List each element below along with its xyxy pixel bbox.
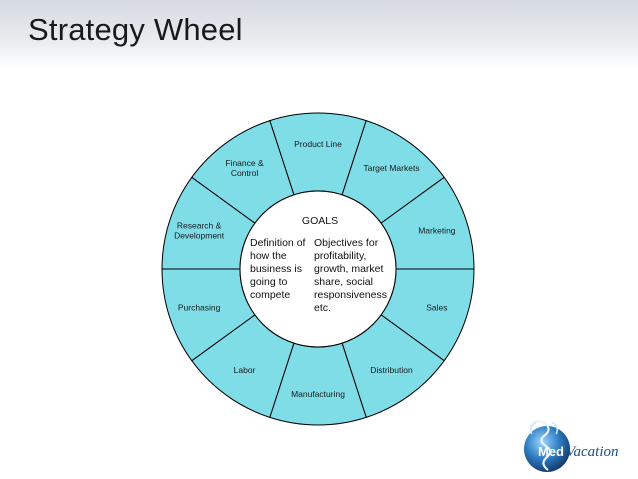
- segment-label-line: Research &: [177, 220, 222, 230]
- segment-label-line: Finance &: [225, 158, 264, 168]
- hub-right-line: profitability,: [314, 250, 366, 262]
- caduceus-icon: [529, 420, 552, 471]
- hub-right-text: Objectives for profitability, growth, ma…: [314, 237, 390, 314]
- logo-med-text: Med: [538, 444, 564, 459]
- segment-label-line: Purchasing: [178, 303, 221, 313]
- segment-label-line: Sales: [426, 303, 447, 313]
- segment-label-marketing: Marketing: [418, 225, 456, 235]
- segment-label-labor: Labor: [234, 365, 256, 375]
- medvacation-logo: Med Vacation: [524, 420, 619, 472]
- hub-right-line: share, social: [314, 276, 373, 288]
- hub-left-text: Definition of how the business is going …: [250, 237, 308, 301]
- segment-label-line: Marketing: [418, 225, 456, 235]
- logo-vacation-text: Vacation: [566, 444, 619, 460]
- segment-label-line: Control: [231, 168, 259, 178]
- hub-title: GOALS: [302, 215, 338, 227]
- segment-label-line: Development: [174, 230, 225, 240]
- goals-hub: [239, 190, 397, 348]
- segment-label-target-markets: Target Markets: [363, 163, 419, 173]
- hub-left-line: how the: [250, 250, 287, 262]
- segment-label-product-line: Product Line: [294, 139, 342, 149]
- segment-label-distribution: Distribution: [370, 365, 413, 375]
- segment-label-line: Target Markets: [363, 163, 419, 173]
- segment-label-line: Manufacturing: [291, 389, 345, 399]
- hub-left-line: going to: [250, 276, 288, 288]
- segment-label-sales: Sales: [426, 303, 447, 313]
- segment-label-manufacturing: Manufacturing: [291, 389, 345, 399]
- slide-title: Strategy Wheel: [28, 12, 243, 47]
- segment-label-line: Product Line: [294, 139, 342, 149]
- segment-label-purchasing: Purchasing: [178, 303, 221, 313]
- segment-label-line: Labor: [234, 365, 256, 375]
- segment-label-research-development: Research &Development: [174, 220, 225, 240]
- hub-right-line: Objectives for: [314, 237, 379, 249]
- hub-right-line: growth, market: [314, 263, 384, 275]
- hub-left-line: Definition of: [250, 237, 306, 249]
- segment-label-line: Distribution: [370, 365, 413, 375]
- globe-icon: [524, 426, 570, 472]
- segment-label-finance-control: Finance &Control: [225, 158, 264, 178]
- hub-left-line: business is: [250, 263, 302, 275]
- hub-left-line: compete: [250, 289, 290, 301]
- hub-right-line: etc.: [314, 302, 331, 314]
- hub-right-line: responsiveness: [314, 289, 387, 301]
